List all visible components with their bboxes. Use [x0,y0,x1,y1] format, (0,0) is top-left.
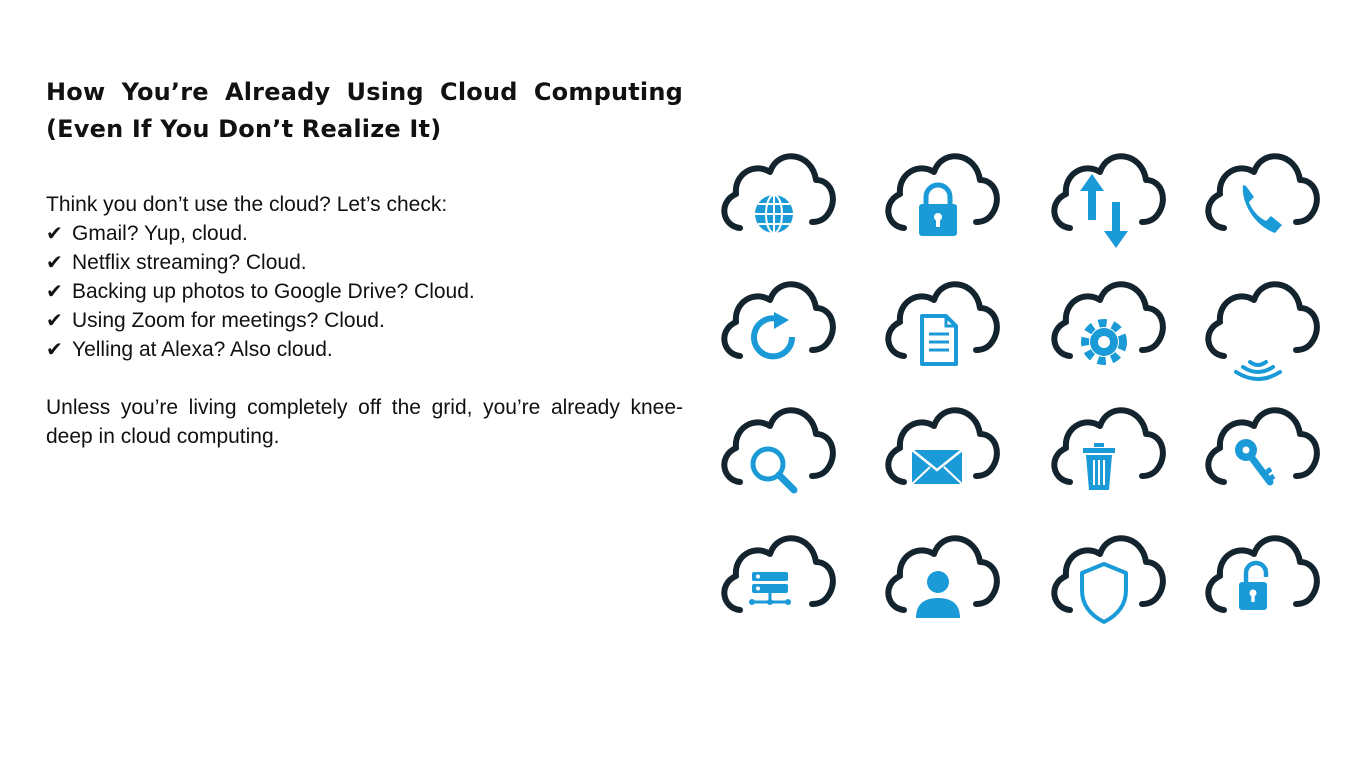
phone-icon [1205,153,1320,233]
check-item-text: Using Zoom for meetings? Cloud. [72,309,385,332]
cloud-shield-icon [1042,526,1166,630]
checkmark-icon: ✔ [46,221,63,245]
user-icon [885,535,1000,618]
cloud-icon-grid [712,140,1322,630]
shield-icon [1051,535,1166,624]
checkmark-icon: ✔ [46,250,63,274]
cloud-key-icon [1196,398,1320,502]
check-item-text: Netflix streaming? Cloud. [72,251,307,274]
check-list: ✔ Gmail? Yup, cloud. ✔ Netflix streaming… [46,219,683,364]
key-icon [1205,407,1320,486]
cloud-sync-icon [712,272,836,376]
cloud-globe-icon [712,144,836,248]
check-item: ✔ Netflix streaming? Cloud. [46,248,683,277]
wireless-signal-icon [1205,281,1320,381]
cloud-phone-icon [1196,144,1320,248]
check-item: ✔ Using Zoom for meetings? Cloud. [46,306,683,335]
slide-title: How You’re Already Using Cloud Computing… [46,78,683,143]
check-item: ✔ Yelling at Alexa? Also cloud. [46,335,683,364]
gear-icon [1051,281,1166,365]
check-item: ✔ Gmail? Yup, cloud. [46,219,683,248]
cloud-wireless-signal-icon [1196,272,1320,381]
check-item-text: Gmail? Yup, cloud. [72,222,248,245]
slide-text: How You’re Already Using Cloud Computing… [46,74,683,451]
cloud-server-icon [712,526,836,630]
intro-text: Think you don’t use the cloud? Let’s che… [46,193,448,216]
upload-download-arrows-icon [1051,153,1166,248]
cloud-document-icon [876,272,1000,376]
cloud-trash-icon [1042,398,1166,502]
checkmark-icon: ✔ [46,308,63,332]
server-icon [721,535,836,613]
cloud-user-icon [876,526,1000,630]
trash-icon [1051,407,1166,490]
search-icon [721,407,836,494]
globe-icon [721,153,836,234]
check-item: ✔ Backing up photos to Google Drive? Clo… [46,277,683,306]
cloud-envelope-icon [876,398,1000,502]
conclusion-text: Unless you’re living completely off the … [46,396,683,448]
sync-icon [721,281,836,360]
cloud-gear-icon [1042,272,1166,376]
document-icon [885,281,1000,366]
cloud-search-icon [712,398,836,502]
checkmark-icon: ✔ [46,337,63,361]
unlocked-padlock-icon [1205,535,1320,613]
envelope-icon [885,407,1000,485]
cloud-padlock-icon [876,144,1000,248]
cloud-unlocked-padlock-icon [1196,526,1320,630]
cloud-upload-download-arrows-icon [1042,144,1166,248]
checkmark-icon: ✔ [46,279,63,303]
check-item-text: Backing up photos to Google Drive? Cloud… [72,280,475,303]
padlock-icon [885,153,1000,236]
check-item-text: Yelling at Alexa? Also cloud. [72,338,333,361]
